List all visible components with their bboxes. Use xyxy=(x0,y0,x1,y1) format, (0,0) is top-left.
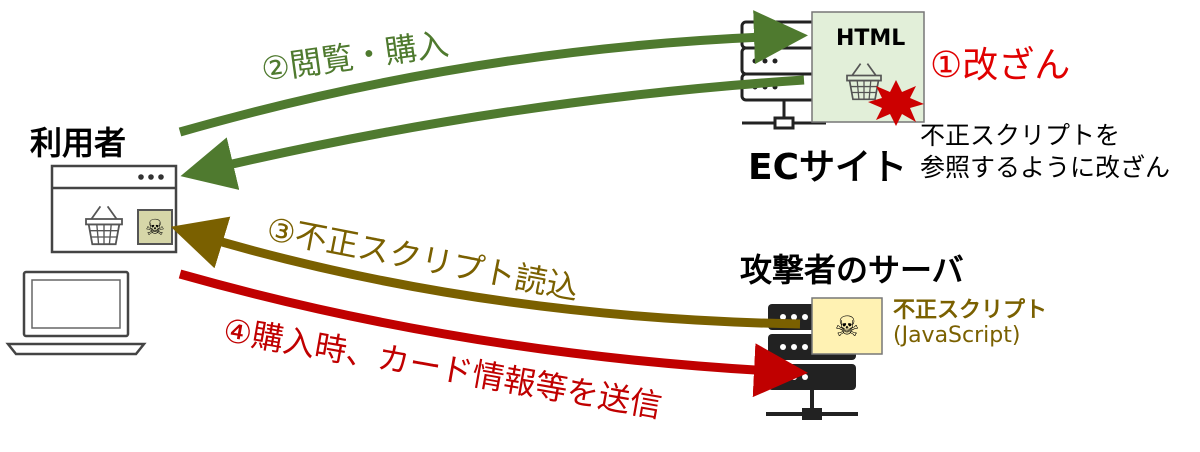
svg-text:☠: ☠ xyxy=(145,216,165,241)
script-name-label: 不正スクリプト xyxy=(893,298,1048,323)
tamper-note: 不正スクリプトを 参照するように改ざん xyxy=(920,121,1171,182)
attacker-server-label: 攻撃者のサーバ xyxy=(740,251,964,289)
ec-site-label: ECサイト xyxy=(748,147,908,188)
arrow-response xyxy=(180,75,805,190)
tamper-burst-icon xyxy=(868,80,924,126)
user-label: 利用者 xyxy=(30,124,127,162)
skull-icon: ☠ xyxy=(137,209,173,245)
user-browser-window: ☠ xyxy=(50,164,178,254)
script-language-label: (JavaScript) xyxy=(893,323,1021,348)
html-label: HTML xyxy=(836,26,906,51)
laptop-icon xyxy=(5,270,147,356)
skull-icon: ☠ xyxy=(834,310,859,343)
arrow-send-card-info xyxy=(178,269,808,398)
malicious-script-file: ☠ xyxy=(811,297,883,355)
step-tamper-label: ①改ざん xyxy=(930,45,1071,86)
arrow-load-script xyxy=(170,216,801,329)
arrow-browse-purchase xyxy=(178,10,808,137)
